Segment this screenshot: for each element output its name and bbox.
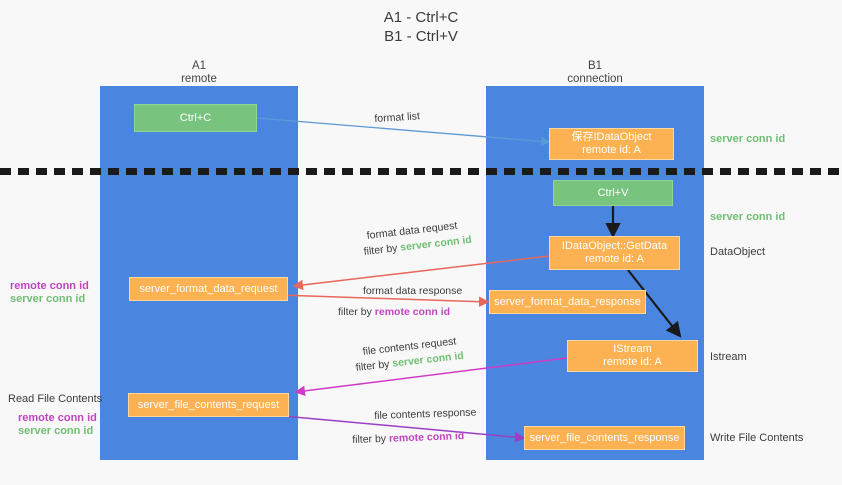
node-getdata-line1: IDataObject::GetData — [561, 240, 668, 252]
node-ctrl-v-label: Ctrl+V — [597, 186, 629, 199]
left-label-remote-conn-id-mid: remote conn id — [10, 280, 89, 292]
phase-divider — [0, 168, 842, 175]
node-server-file-contents-request-label: server_file_contents_request — [137, 398, 280, 411]
column-a1-sub: remote — [181, 73, 217, 85]
left-label-server-conn-id-mid: server conn id — [10, 293, 86, 305]
right-label-istream: Istream — [710, 351, 747, 363]
node-server-format-data-request[interactable]: server_format_data_request — [129, 277, 288, 301]
edge-label-format-data-response: format data response — [363, 285, 463, 297]
node-server-format-data-request-label: server_format_data_request — [139, 282, 278, 295]
node-ctrl-v[interactable]: Ctrl+V — [553, 180, 673, 206]
filter-value: remote conn id — [388, 430, 465, 445]
column-b1-name: B1 — [587, 60, 603, 72]
right-label-dataobject: DataObject — [710, 246, 766, 258]
column-a1-name: A1 — [191, 60, 207, 72]
column-header-b1: B1 connection — [486, 60, 704, 86]
right-label-server-conn-id-top: server conn id — [710, 133, 786, 145]
node-istream-line1: IStream — [613, 343, 652, 355]
right-label-server-conn-id-mid: server conn id — [710, 211, 786, 223]
title-line-2: B1 - Ctrl+V — [384, 28, 458, 45]
node-save-idataobject-line1: 保存IDataObject — [571, 131, 652, 143]
node-getdata-line2: remote id: A — [585, 253, 644, 265]
filter-prefix: filter by — [338, 306, 375, 318]
edge-label-file-contents-response-filter: filter by remote conn id — [352, 429, 464, 447]
node-getdata[interactable]: IDataObject::GetData remote id: A — [549, 236, 680, 270]
edge-label-format-list: format list — [374, 110, 421, 125]
right-label-write-file-contents: Write File Contents — [710, 432, 804, 444]
filter-prefix: filter by — [352, 432, 390, 446]
node-server-format-data-response[interactable]: server_format_data_response — [489, 290, 646, 314]
node-istream-line2: remote id: A — [603, 356, 662, 368]
node-save-idataobject-line2: remote id: A — [582, 144, 641, 156]
title-line-1: A1 - Ctrl+C — [383, 9, 459, 26]
node-server-file-contents-response[interactable]: server_file_contents_response — [524, 426, 685, 450]
filter-value: remote conn id — [374, 306, 451, 318]
node-server-file-contents-request[interactable]: server_file_contents_request — [128, 393, 289, 417]
filter-prefix: filter by — [363, 241, 402, 258]
node-ctrl-c-label: Ctrl+C — [179, 111, 212, 124]
left-label-remote-conn-id-bottom: remote conn id — [18, 412, 97, 424]
edge-label-format-data-response-filter: filter by remote conn id — [338, 305, 450, 319]
column-header-a1: A1 remote — [100, 60, 298, 86]
node-ctrl-c[interactable]: Ctrl+C — [134, 104, 257, 132]
left-label-read-file-contents: Read File Contents — [8, 393, 103, 405]
left-label-server-conn-id-bottom: server conn id — [18, 425, 94, 437]
node-istream[interactable]: IStream remote id: A — [567, 340, 698, 372]
node-save-idataobject[interactable]: 保存IDataObject remote id: A — [549, 128, 674, 160]
edge-label-file-contents-response: file contents response — [374, 406, 477, 422]
node-server-file-contents-response-label: server_file_contents_response — [529, 431, 680, 444]
filter-prefix: filter by — [355, 357, 394, 374]
page-title: A1 - Ctrl+C B1 - Ctrl+V — [0, 8, 842, 46]
column-b1-sub: connection — [567, 73, 623, 85]
node-server-format-data-response-label: server_format_data_response — [494, 295, 641, 308]
